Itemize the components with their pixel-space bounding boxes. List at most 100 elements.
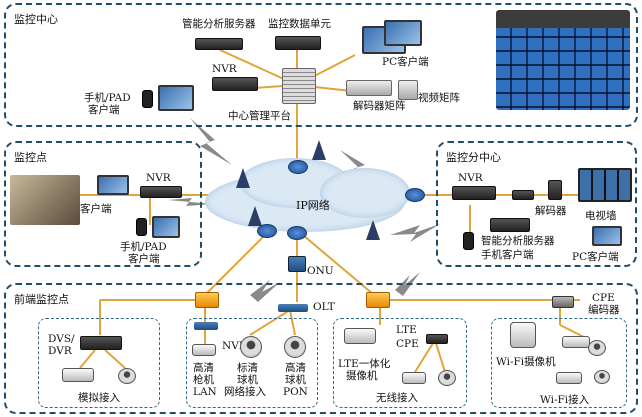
frontend-nvr-switch-device <box>194 322 218 330</box>
sd-dome-camera-icon <box>240 336 262 358</box>
branch-pc-laptop-icon <box>592 226 622 246</box>
analog-dome-camera-icon <box>118 368 136 384</box>
wifi-access-zone <box>491 318 627 408</box>
lte-cpe-device <box>426 334 448 344</box>
wireless-dome-camera-icon <box>438 370 456 386</box>
center-mobile-label-line1: 手机/PAD <box>84 92 131 104</box>
branch-decoder-label: 解码器 <box>535 205 567 217</box>
wifi-bullet-camera-icon-2 <box>556 372 582 384</box>
center-mobile-label-line2: 客户端 <box>88 104 120 116</box>
wifi-dome-camera-icon-2 <box>594 370 610 384</box>
wireless-access-zone <box>333 318 467 408</box>
wifi-camera-icon <box>510 322 536 348</box>
ip-network-label: IP网络 <box>296 199 330 212</box>
monitoring-center-zone <box>4 3 638 127</box>
lte-one-line2: 摄像机 <box>346 370 378 382</box>
branch-pc-client-label: PC客户端 <box>572 251 619 263</box>
central-platform-label: 中心管理平台 <box>228 110 291 122</box>
frontend-zone <box>4 283 638 414</box>
point-nvr-label: NVR <box>146 172 171 184</box>
point-nvr-device <box>140 186 182 198</box>
frontend-title: 前端监控点 <box>14 293 69 306</box>
wireless-access-label: 无线接入 <box>376 392 418 404</box>
router-icon <box>287 226 307 240</box>
cpe-encoder-device <box>552 296 574 308</box>
hd-bullet-camera-icon <box>192 344 216 356</box>
hd-gun-line2: 枪机 <box>193 374 214 386</box>
center-nvr-device <box>212 77 258 91</box>
branch-tv-wall-icon <box>578 168 632 202</box>
switch-icon <box>195 292 219 308</box>
monitor-data-unit-label: 监控数据单元 <box>268 18 331 30</box>
point-phone-icon <box>136 218 147 236</box>
analog-access-label: 模拟接入 <box>78 392 120 404</box>
onu-device <box>288 256 306 272</box>
branch-smart-server-label: 智能分析服务器 <box>481 235 555 247</box>
sd-ball-line2: 球机 <box>237 374 258 386</box>
hd-gun-line3: LAN <box>193 386 217 398</box>
onu-label: ONU <box>307 265 334 277</box>
central-platform-rack-icon <box>282 68 316 104</box>
cpe-label-line1: CPE <box>592 292 615 304</box>
analog-access-zone <box>38 318 160 408</box>
monitoring-point-zone <box>4 141 202 267</box>
ip-network-cloud-part <box>320 168 410 218</box>
video-matrix-device <box>398 80 418 100</box>
hd-gun-line1: 高清 <box>193 362 214 374</box>
video-matrix-label: 视频矩阵 <box>418 92 460 104</box>
sd-ball-line1: 标清 <box>237 362 258 374</box>
branch-center-zone <box>436 141 637 267</box>
branch-nvr-device <box>452 186 496 200</box>
center-phone-icon <box>142 90 153 108</box>
point-tablet-icon <box>152 216 180 238</box>
branch-mobile-client-label: 手机客户端 <box>481 249 534 261</box>
wireless-tower-icon <box>248 206 262 226</box>
switch-icon <box>366 292 390 308</box>
network-access-zone <box>186 318 318 408</box>
branch-decoder-device-2 <box>548 180 562 200</box>
point-client-label: 客户端 <box>80 203 112 215</box>
monitoring-point-photo <box>10 175 80 225</box>
branch-phone-icon <box>463 232 474 250</box>
hd-ball-line2: 球机 <box>285 374 306 386</box>
branch-tv-wall-label: 电视墙 <box>585 210 617 222</box>
wifi-access-label: Wi-Fi接入 <box>540 394 590 406</box>
hd-dome-camera-icon <box>284 336 306 358</box>
wireless-tower-icon <box>312 140 326 160</box>
router-icon <box>257 224 277 238</box>
analog-bullet-camera-icon <box>62 368 94 382</box>
wifi-dome-camera-icon <box>588 340 606 356</box>
wifi-camera-label: Wi-Fi摄像机 <box>496 356 556 368</box>
video-wall-photo <box>496 10 630 110</box>
monitoring-point-title: 监控点 <box>14 151 47 164</box>
dvs-dvr-device <box>80 336 122 350</box>
center-nvr-label: NVR <box>212 63 237 75</box>
point-mobile-label-line1: 手机/PAD <box>120 241 167 253</box>
wireless-tower-icon <box>236 168 250 188</box>
lte-integrated-camera-icon <box>344 328 376 344</box>
point-client-laptop-icon <box>97 175 129 195</box>
olt-label: OLT <box>313 301 335 313</box>
decoder-matrix-device <box>346 80 392 96</box>
monitor-data-unit-device <box>275 36 321 50</box>
pipe-analysis-server-label: 管能分析服务器 <box>182 18 256 30</box>
center-tablet-icon <box>158 85 194 111</box>
wireless-tower-icon <box>366 220 380 240</box>
wifi-bullet-camera-icon <box>562 336 590 348</box>
branch-center-title: 监控分中心 <box>446 151 501 164</box>
wireless-bullet-camera-icon <box>402 372 426 384</box>
lte-cpe-line2: CPE <box>396 338 419 350</box>
pc-client-monitor-icon-2 <box>384 20 422 46</box>
branch-decoder-device <box>512 190 534 200</box>
dvs-label-line2: DVR <box>48 345 72 357</box>
hd-ball-line1: 高清 <box>285 362 306 374</box>
branch-smart-server-device <box>490 218 530 232</box>
olt-device <box>278 304 308 312</box>
dvs-label-line1: DVS/ <box>48 333 75 345</box>
point-mobile-label-line2: 客户端 <box>128 253 160 265</box>
decoder-matrix-label: 解码器矩阵 <box>353 100 406 112</box>
center-pc-client-label: PC客户端 <box>382 56 429 68</box>
branch-nvr-label: NVR <box>458 172 483 184</box>
pipe-analysis-server-device <box>195 38 243 50</box>
hd-ball-line3: PON <box>283 386 308 398</box>
